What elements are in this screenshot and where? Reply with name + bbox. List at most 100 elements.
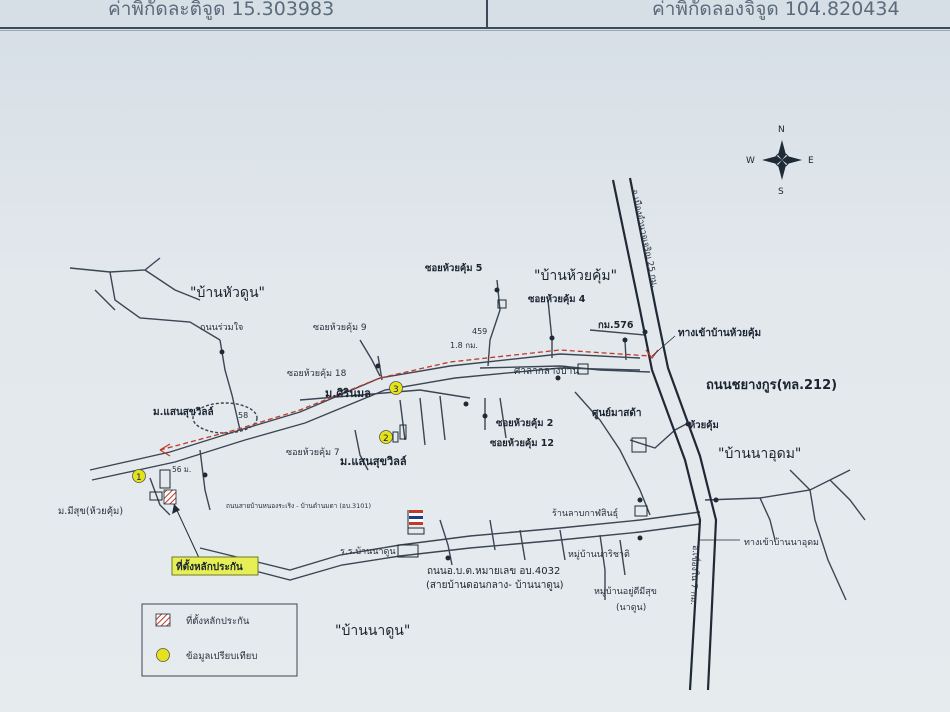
nadun-road: [199, 511, 701, 571]
compass-n: N: [778, 125, 785, 135]
legend-comparison-label: ข้อมูลเปรียบเทียบ: [186, 650, 257, 662]
junction-dot: [482, 413, 488, 419]
dist-1-8-label: 1.8 กม.: [450, 341, 478, 350]
huadun-road-5: [94, 289, 116, 311]
soi4-road: [547, 299, 553, 358]
compass-rose-icon: N S W E: [746, 125, 814, 197]
entrance-huaykum-label: ทางเข้าบ้านห้วยคุ้ม: [678, 327, 761, 339]
nadun-road-inner: [204, 523, 701, 581]
sala-label: ศาลากลางบ้าน: [514, 365, 579, 377]
comparison-markers: 1 2 3: [132, 381, 403, 483]
soi9-label: ซอยห้วยคุ้ม 9: [313, 322, 367, 333]
meesuk-label: ม.มีสุข(ห้วยคุ้ม): [58, 505, 123, 517]
legend: ที่ตั้งหลักประกัน ข้อมูลเปรียบเทียบ: [141, 603, 298, 677]
callout-arrowhead: [172, 504, 180, 514]
building: [407, 527, 425, 535]
num-459-label: 459: [472, 327, 487, 336]
soi-right-1: [624, 339, 627, 361]
callout-pointer: [173, 503, 201, 561]
soi2-label: ซอยห้วยคุ้ม 2: [496, 417, 553, 429]
main-road-inner: [91, 367, 641, 481]
building: [634, 505, 648, 517]
naudom-road-branch-2: [789, 469, 811, 491]
legend-comparison-swatch: [156, 648, 170, 662]
huadun-road-1: [69, 257, 161, 273]
highway212-label: ถนนชยางกูร(ทล.212): [706, 378, 837, 393]
junction-dot: [685, 421, 691, 427]
huadun-road-2: [109, 271, 221, 341]
vertical-hwy-bottom-label: อ.เขื่องใน 7 กม.: [688, 545, 702, 605]
nadun-rd-label: ถนนสายบ้านหนองระเริง - บ้านดำนมดา (อบ.31…: [226, 502, 371, 510]
highway-212: [611, 177, 718, 691]
junction-dot: [549, 335, 555, 341]
naudom-road-branch-1: [809, 489, 847, 601]
building: [577, 363, 589, 375]
road-4032-label-2: (สายบ้านดอนกลาง- บ้านนาดูน): [426, 579, 564, 591]
nadun-grid-2: [519, 529, 526, 561]
longitude-label: ค่าพิกัดลองจิจูด 104.820434: [652, 0, 900, 20]
comparison-marker-1-label: 1: [136, 473, 142, 483]
property-road-2: [199, 449, 211, 511]
junction-dot: [637, 497, 643, 503]
junction-dot: [555, 375, 561, 381]
building: [497, 299, 507, 309]
huadun-road-4: [219, 339, 241, 431]
cafe-label: ร้านลาบกาฬสินธุ์: [552, 507, 618, 519]
soi12-label: ซอยห้วยคุ้ม 12: [490, 437, 554, 449]
naudom-road: [704, 469, 851, 501]
page-rule: [0, 30, 950, 31]
saensuk-ville-mid-label: ม.แสนสุขวิลล์: [340, 455, 407, 469]
village-naudom-label: "บ้านนาอุดม": [718, 446, 801, 462]
junction-dot: [202, 472, 208, 478]
stream-path: [629, 421, 691, 449]
property-road: [149, 477, 171, 516]
comparison-marker-3-label: 3: [393, 385, 399, 395]
school-flag-icon: [407, 510, 423, 530]
junction-dot: [375, 363, 381, 369]
junction-dot: [713, 497, 719, 503]
building: [631, 437, 647, 453]
property-callout-box: [171, 556, 259, 576]
sirinmon-label: ม.ศิรินมล: [325, 387, 371, 400]
legend-box: [141, 603, 298, 677]
num-56-label: 56 ม.: [172, 465, 191, 474]
soi4-label: ซอยห้วยคุ้ม 4: [528, 293, 586, 305]
nadun-grid-3: [559, 529, 566, 561]
junction-dot: [463, 401, 469, 407]
vertical-hwy-top-label: อ.เมืองอำนาจเจริญ 25 กม.: [629, 188, 661, 288]
coordinate-header: ค่าพิกัดละติจูด 15.303983 ค่าพิกัดลองจิจ…: [0, 0, 950, 29]
south-grid-3: [439, 395, 446, 441]
building: [392, 431, 399, 443]
nadun-grid-4: [599, 534, 606, 600]
village-meesuk-sub-label: (นาดูน): [616, 603, 646, 613]
legend-collateral-swatch: [155, 613, 171, 627]
road-4032-label-1: ถนนอ.บ.ต.หมายเลข อบ.4032: [427, 566, 560, 577]
soi5-label: ซอยห้วยคุ้ม 5: [425, 262, 482, 274]
lower-road: [299, 389, 471, 401]
village-huaykum-label: "บ้านห้วยคุ้ม": [534, 268, 617, 284]
comparison-marker-2-label: 2: [383, 434, 389, 444]
route-arrow-west-icon: [159, 443, 171, 457]
latitude-label: ค่าพิกัดละติจูด 15.303983: [108, 0, 335, 20]
cafe-road: [574, 391, 651, 516]
collateral-site-marker: [163, 489, 177, 505]
naudom-road-branch-3: [829, 479, 866, 521]
nadun-grid-5: [619, 539, 626, 576]
compass-e: E: [808, 156, 814, 166]
junction-dot: [642, 329, 648, 335]
legend-collateral-label: ที่ตั้งหลักประกัน: [186, 614, 250, 627]
road-sukhapiban-label: ถนนร่วมใจ: [200, 322, 243, 333]
nadun-grid-1: [489, 519, 496, 551]
junction-dot: [219, 349, 225, 355]
stream-label: ห้วยคุ้ม: [689, 419, 719, 431]
building: [399, 424, 407, 440]
saensuk-ville-top-label: ม.แสนสุขวิลล์: [153, 406, 214, 418]
road-network: [69, 257, 866, 601]
entrance-naudom-label: ทางเข้าบ้านนาอุดม: [744, 537, 819, 548]
village-chat-label: หมู่บ้านนาริชาติ: [568, 549, 630, 560]
village-meesuk-label: หมู่บ้านอยู่ดีมีสุข: [594, 586, 657, 597]
village-huadun-label: "บ้านหัวดูน": [190, 285, 265, 301]
building: [159, 469, 171, 489]
soi5-road: [487, 279, 501, 367]
